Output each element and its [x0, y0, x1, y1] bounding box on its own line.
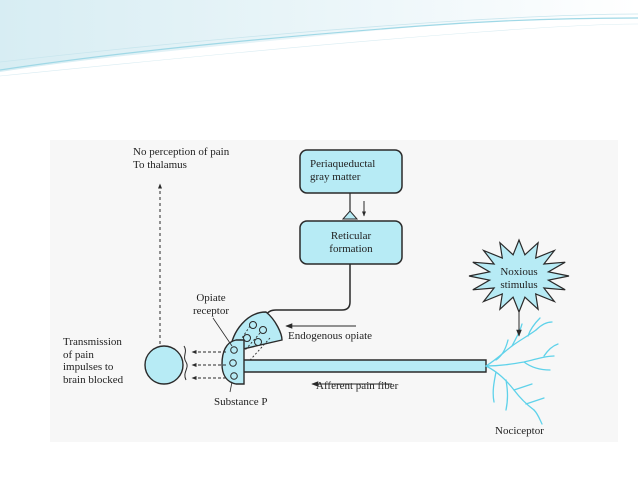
- substance-p-vesicle: [230, 372, 238, 380]
- spinal-neuron: [144, 345, 184, 385]
- opiate-receptor-line-2: receptor: [192, 304, 230, 317]
- noxious-line-1: Noxious: [500, 266, 538, 278]
- substance-p-label: Substance P: [214, 396, 268, 408]
- transmission-line-2: of pain: [63, 348, 94, 361]
- periaqueductal-line-2: gray matter: [310, 171, 361, 183]
- substance-p-vesicle: [230, 346, 238, 354]
- reticular-line-1: Reticular: [330, 230, 372, 242]
- afferent-label: Afferent pain fiber: [316, 380, 399, 392]
- synapse-terminal: [341, 210, 359, 220]
- opiate-receptor-label: Opiate receptor: [186, 292, 236, 317]
- noxious-line-2: stimulus: [500, 278, 538, 291]
- noxious-label: Noxious stimulus: [489, 266, 549, 291]
- periaqueductal-box: [299, 149, 403, 194]
- nociceptor-dendrites: [485, 317, 559, 425]
- opiate-receptor-line-1: Opiate: [196, 292, 226, 304]
- reticular-box: [299, 220, 403, 265]
- nociceptor-label: Nociceptor: [495, 425, 544, 437]
- transmission-line-4: brain blocked: [63, 373, 124, 386]
- afferent-pain-fiber: [237, 359, 487, 373]
- header-swoosh: [0, 0, 638, 77]
- transmission-line-3: impulses to: [63, 361, 114, 373]
- reticular-line-2: formation: [329, 243, 373, 255]
- transmission-line-1: Transmission: [63, 336, 122, 348]
- periaqueductal-line-1: Periaqueductal: [310, 158, 376, 170]
- no-perception-line-1: No perception of pain: [133, 146, 230, 158]
- endogenous-opiate-label: Endogenous opiate: [288, 330, 373, 342]
- no-perception-label: No perception of pain To thalamus: [133, 146, 229, 171]
- substance-p-vesicle: [229, 359, 237, 367]
- transmission-label: Transmission of pain impulses to brain b…: [63, 336, 123, 386]
- noxious-starburst: [468, 238, 570, 314]
- reticular-axon: [265, 264, 351, 317]
- reticular-label: Reticular formation: [300, 230, 402, 256]
- no-perception-line-2: To thalamus: [133, 158, 187, 171]
- periaqueductal-label: Periaqueductal gray matter: [310, 158, 375, 184]
